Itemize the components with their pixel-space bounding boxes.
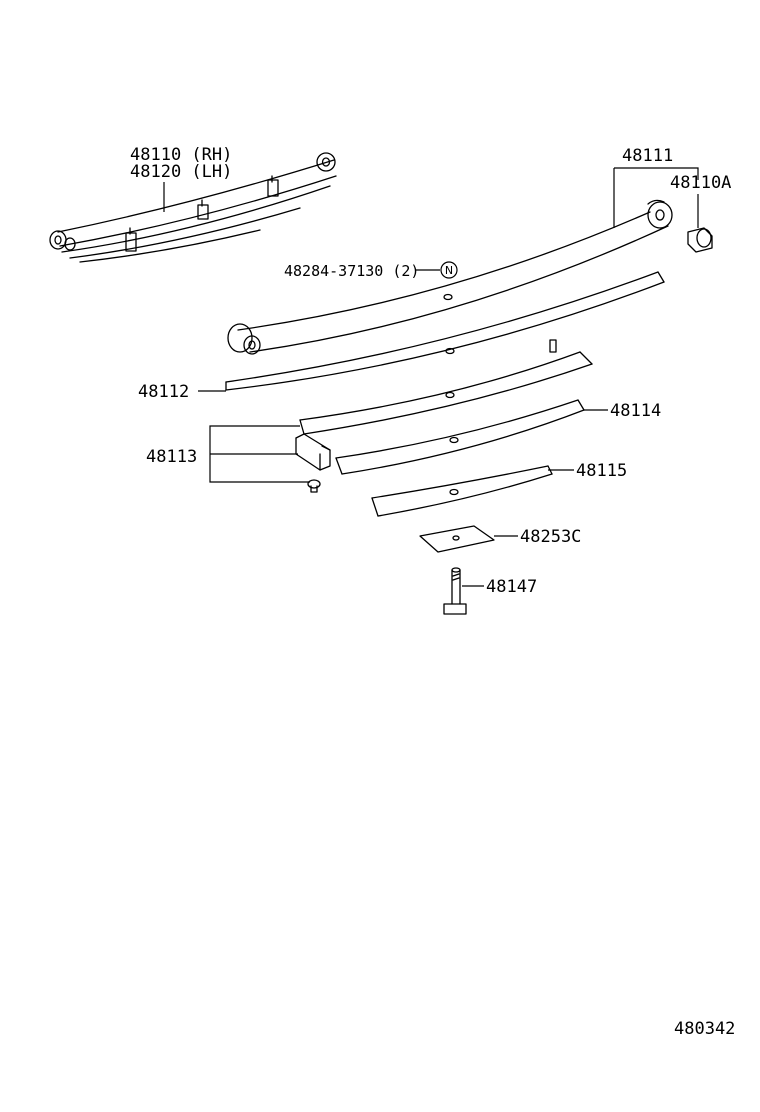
leader-lines bbox=[163, 167, 699, 587]
bushing-48110a bbox=[687, 227, 713, 253]
leaf-48112 bbox=[225, 271, 665, 391]
leaf-48113 bbox=[299, 339, 593, 435]
label-48253c: 48253C bbox=[520, 527, 581, 547]
leaf-48114 bbox=[335, 399, 585, 475]
label-48114: 48114 bbox=[610, 401, 661, 421]
label-48115: 48115 bbox=[576, 461, 627, 481]
diagram-code: 480342 bbox=[674, 1019, 735, 1039]
label-48112: 48112 bbox=[138, 382, 189, 402]
leaf-48115 bbox=[371, 465, 553, 517]
label-48110-rh: 48110 (RH) bbox=[130, 145, 232, 165]
label-48120-lh: 48120 (LH) bbox=[130, 162, 232, 182]
clip-48113 bbox=[295, 433, 331, 471]
rivet-48113 bbox=[307, 479, 321, 493]
label-48110a: 48110A bbox=[670, 173, 731, 193]
label-48111: 48111 bbox=[622, 146, 673, 166]
label-48284-37130: 48284-37130 (2) bbox=[284, 262, 419, 280]
main-leaf-48111 bbox=[227, 199, 673, 355]
center-bolt-48147 bbox=[443, 567, 467, 615]
spacer-48253c bbox=[419, 525, 495, 553]
spring-assembly-illustration bbox=[49, 152, 337, 263]
label-48113: 48113 bbox=[146, 447, 197, 467]
no-reuse-mark: N bbox=[445, 264, 453, 277]
no-reuse-badge: N bbox=[440, 261, 458, 279]
label-48147: 48147 bbox=[486, 577, 537, 597]
